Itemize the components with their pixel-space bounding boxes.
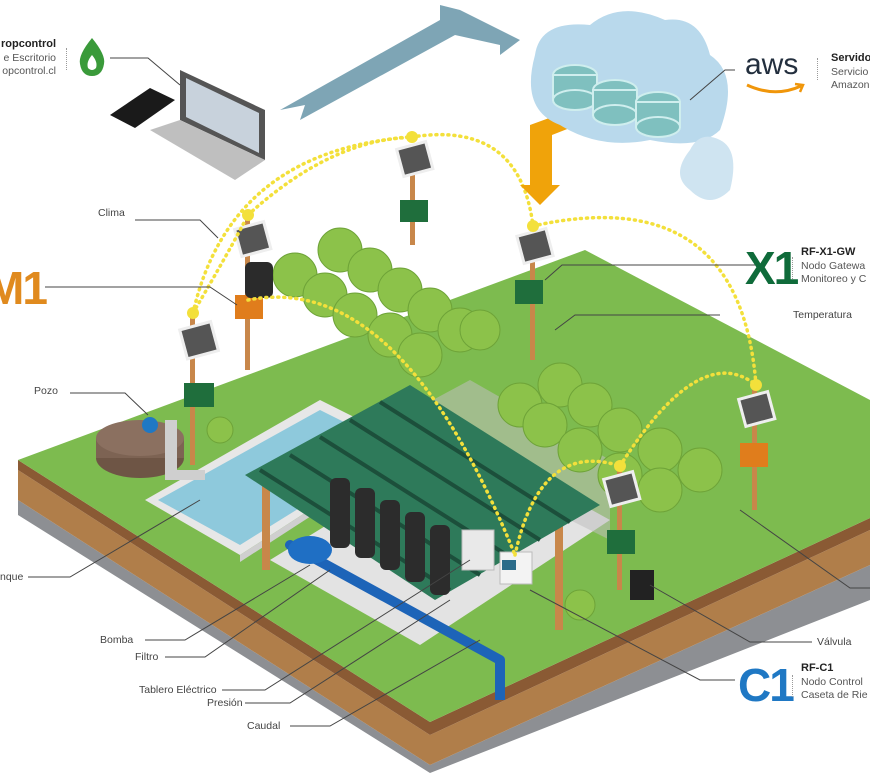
pole-valve xyxy=(601,460,642,590)
pole-center xyxy=(394,131,435,245)
radio-links xyxy=(191,132,758,557)
electrical-panel xyxy=(461,529,495,571)
c1-line2: Caseta de Rie xyxy=(801,688,868,701)
c1-line1: Nodo Control xyxy=(801,675,863,688)
pole-right xyxy=(736,379,777,510)
label-estanque: nque xyxy=(0,571,24,583)
aws-logo-text: aws xyxy=(745,48,799,81)
cropcontrol-info: ropcontrol e Escritorio opcontrol.cl xyxy=(0,38,56,78)
c1-badge: C1 xyxy=(738,659,795,711)
cropcontrol-title: ropcontrol xyxy=(1,38,56,50)
sensor-poles xyxy=(177,131,777,600)
pole-left xyxy=(177,307,221,465)
orange-arrow xyxy=(520,95,605,205)
label-clima: Clima xyxy=(98,207,125,219)
x1-info: RF-X1-GW Nodo Gatewa Monitoreo y C xyxy=(801,246,866,286)
x1-line2: Monitoreo y C xyxy=(801,272,867,285)
label-pozo: Pozo xyxy=(34,385,58,397)
pump xyxy=(288,536,332,564)
aws-line2: Amazon xyxy=(831,78,870,91)
x1-line1: Nodo Gatewa xyxy=(801,259,866,272)
cropcontrol-divider xyxy=(66,48,67,70)
label-tablero-electrico: Tablero Eléctrico xyxy=(139,684,217,696)
main-pipe xyxy=(285,540,505,665)
x1-badge: X1 xyxy=(745,242,799,294)
c1-info: RF-C1 Nodo Control Caseta de Rie xyxy=(801,662,868,702)
leader-lines xyxy=(28,57,870,727)
label-temperatura: Temperatura xyxy=(793,309,852,321)
well xyxy=(96,417,205,480)
cloud xyxy=(530,11,734,200)
x1-title: RF-X1-GW xyxy=(801,246,856,258)
pump-house xyxy=(245,380,610,700)
smartphone xyxy=(110,88,175,128)
pole-x1 xyxy=(515,220,555,360)
weather-station xyxy=(245,262,273,298)
blue-double-arrow xyxy=(280,5,520,120)
filter-1 xyxy=(330,478,350,548)
soil-layer xyxy=(18,470,870,765)
filter-3 xyxy=(380,500,400,570)
label-caudal: Caudal xyxy=(247,720,281,732)
aws-line1: Servicio xyxy=(831,65,869,78)
topsoil-layer xyxy=(18,460,870,735)
filter-4 xyxy=(405,512,425,582)
aws-title: Servido xyxy=(831,52,870,64)
label-filtro: Filtro xyxy=(135,651,159,663)
filter-2 xyxy=(355,488,375,558)
aws-logo: aws xyxy=(745,50,798,80)
devices xyxy=(110,70,265,180)
label-valvula: Válvula xyxy=(817,636,852,648)
x1-divider xyxy=(792,257,793,279)
c1-title: RF-C1 xyxy=(801,662,834,674)
pole-m1 xyxy=(232,209,273,370)
aws-divider xyxy=(817,58,818,80)
aws-info: Servido Servicio Amazon xyxy=(831,52,870,92)
aws-smile-icon xyxy=(746,82,805,94)
label-bomba: Bomba xyxy=(100,634,134,646)
m1-badge: M1 xyxy=(0,262,48,314)
cropcontrol-line1: e Escritorio xyxy=(3,51,56,64)
label-presion: Presión xyxy=(207,697,243,709)
cropcontrol-line2: opcontrol.cl xyxy=(2,64,56,77)
c1-divider xyxy=(792,675,793,697)
filter-5 xyxy=(430,525,450,595)
laptop-base xyxy=(150,120,265,180)
data-arrows xyxy=(280,5,605,205)
cropcontrol-logo xyxy=(79,38,105,76)
